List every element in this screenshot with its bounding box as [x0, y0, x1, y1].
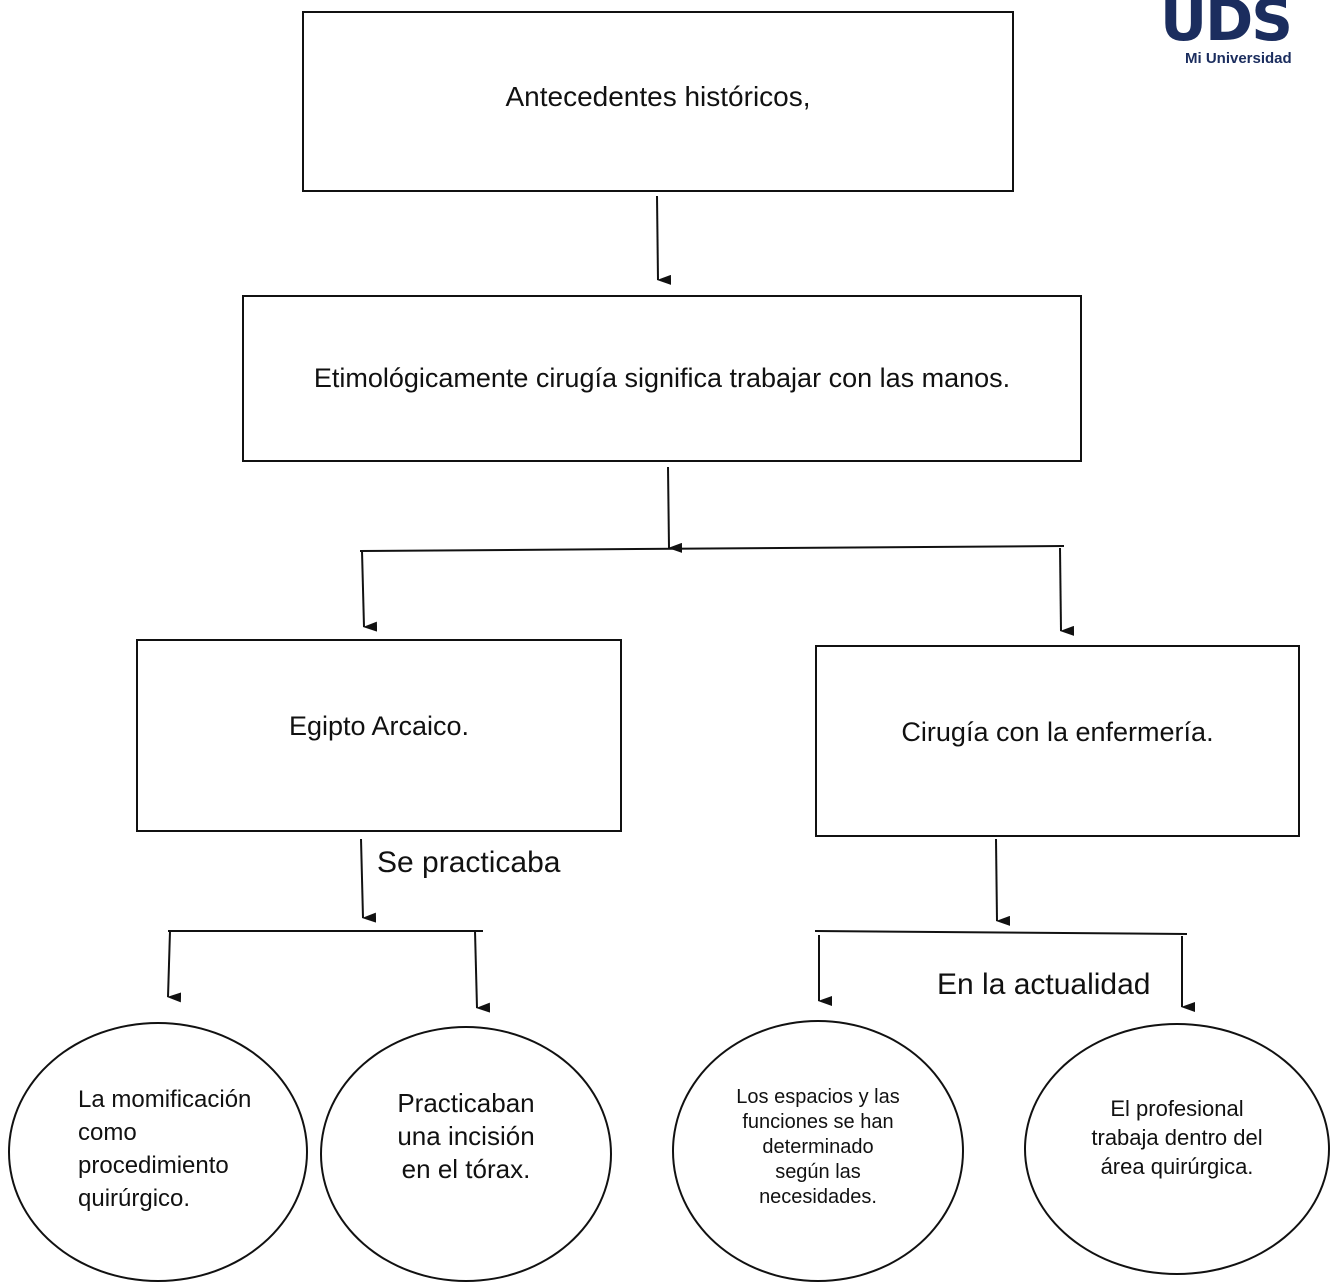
- arrow-root-to-definition: [656, 195, 672, 285]
- incision-node: Practicaban una incisión en el tórax.: [320, 1026, 612, 1282]
- definition-node-text: Etimológicamente cirugía significa traba…: [313, 363, 1011, 393]
- nursing-node-text: Cirugía con la enfermería.: [901, 717, 1214, 747]
- arrow-nursing-down: [995, 838, 1011, 926]
- arrow-to-mummification: [167, 930, 182, 1003]
- arrow-to-egypt: [361, 550, 378, 632]
- se-practicaba-label: Se practicaba: [377, 846, 561, 879]
- spaces-node: Los espacios y las funciones se han dete…: [672, 1020, 964, 1282]
- nursing-node: Cirugía con la enfermería.: [815, 645, 1300, 837]
- logo-mark: UDS: [1160, 0, 1293, 54]
- uds-logo: UDS Mi Universidad: [1150, 0, 1334, 80]
- mummification-node-text: La momificación como procedimiento quirú…: [78, 1086, 252, 1212]
- arrow-to-nursing: [1059, 547, 1075, 636]
- definition-node: Etimológicamente cirugía significa traba…: [242, 295, 1082, 462]
- professional-node-text: El profesional trabaja dentro del área q…: [1091, 1095, 1263, 1179]
- incision-node-text: Practicaban una incisión en el tórax.: [397, 1087, 535, 1184]
- egypt-node-text: Egipto Arcaico.: [288, 711, 470, 741]
- en-la-actualidad-label: En la actualidad: [937, 968, 1151, 1001]
- root-node-text: Antecedentes históricos,: [505, 81, 811, 112]
- professional-node: El profesional trabaja dentro del área q…: [1024, 1023, 1330, 1275]
- arrow-to-incision: [474, 930, 491, 1013]
- mummification-node: La momificación como procedimiento quirú…: [8, 1022, 308, 1282]
- arrow-definition-to-branch: [667, 466, 683, 553]
- egypt-node: Egipto Arcaico.: [136, 639, 622, 832]
- spaces-node-text: Los espacios y las funciones se han dete…: [736, 1085, 900, 1208]
- logo-tagline: Mi Universidad: [1185, 50, 1292, 67]
- root-node: Antecedentes históricos,: [302, 11, 1014, 192]
- branch-line-top: [359, 545, 1065, 552]
- branch-line-right: [814, 930, 1188, 935]
- arrow-egypt-down: [360, 838, 377, 923]
